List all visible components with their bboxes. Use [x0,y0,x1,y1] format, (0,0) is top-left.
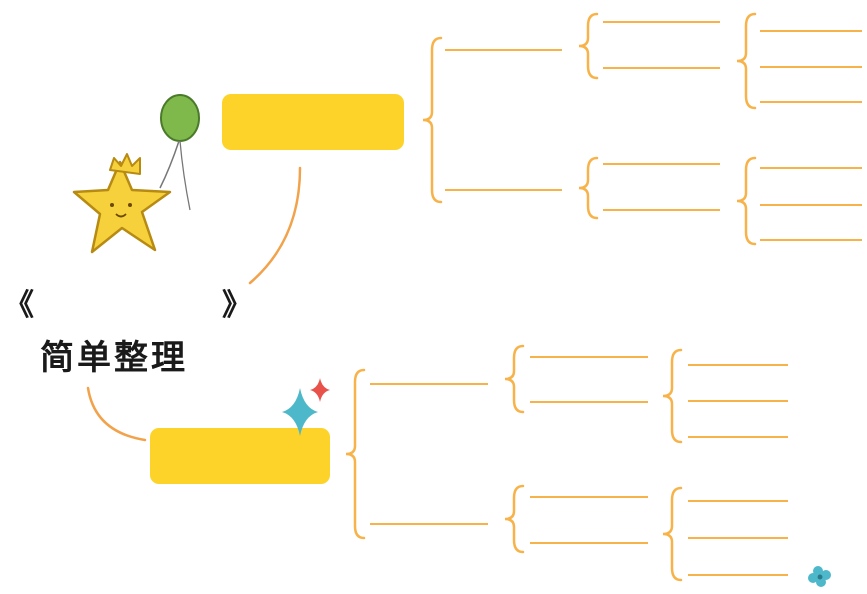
brace-top-level1 [422,36,443,204]
brace-top-a [578,12,599,80]
brace-bottom-a2 [662,348,683,444]
title-open-bracket: 《 [4,288,34,323]
top-branch-box[interactable] [222,94,404,150]
brace-top-b [578,156,599,220]
brace-bottom-a [504,344,525,414]
brace-bottom-level1 [345,368,366,540]
brace-bottom-b [504,484,525,554]
brace-top-b2 [736,156,757,246]
flower-icon [808,566,831,587]
title-close-bracket: 》 [222,288,252,323]
connector-top [248,166,302,285]
bracket-layer [345,12,757,582]
balloon-icon [159,94,200,211]
title: 简单整理 [40,338,188,378]
bottom-branch-box[interactable] [150,428,330,484]
line-layer [370,21,862,576]
connector-bottom [86,386,147,442]
brace-bottom-b2 [662,486,683,582]
sparkle-icon [282,378,330,436]
star-mascot-icon [72,153,172,254]
brace-top-a2 [736,12,757,110]
